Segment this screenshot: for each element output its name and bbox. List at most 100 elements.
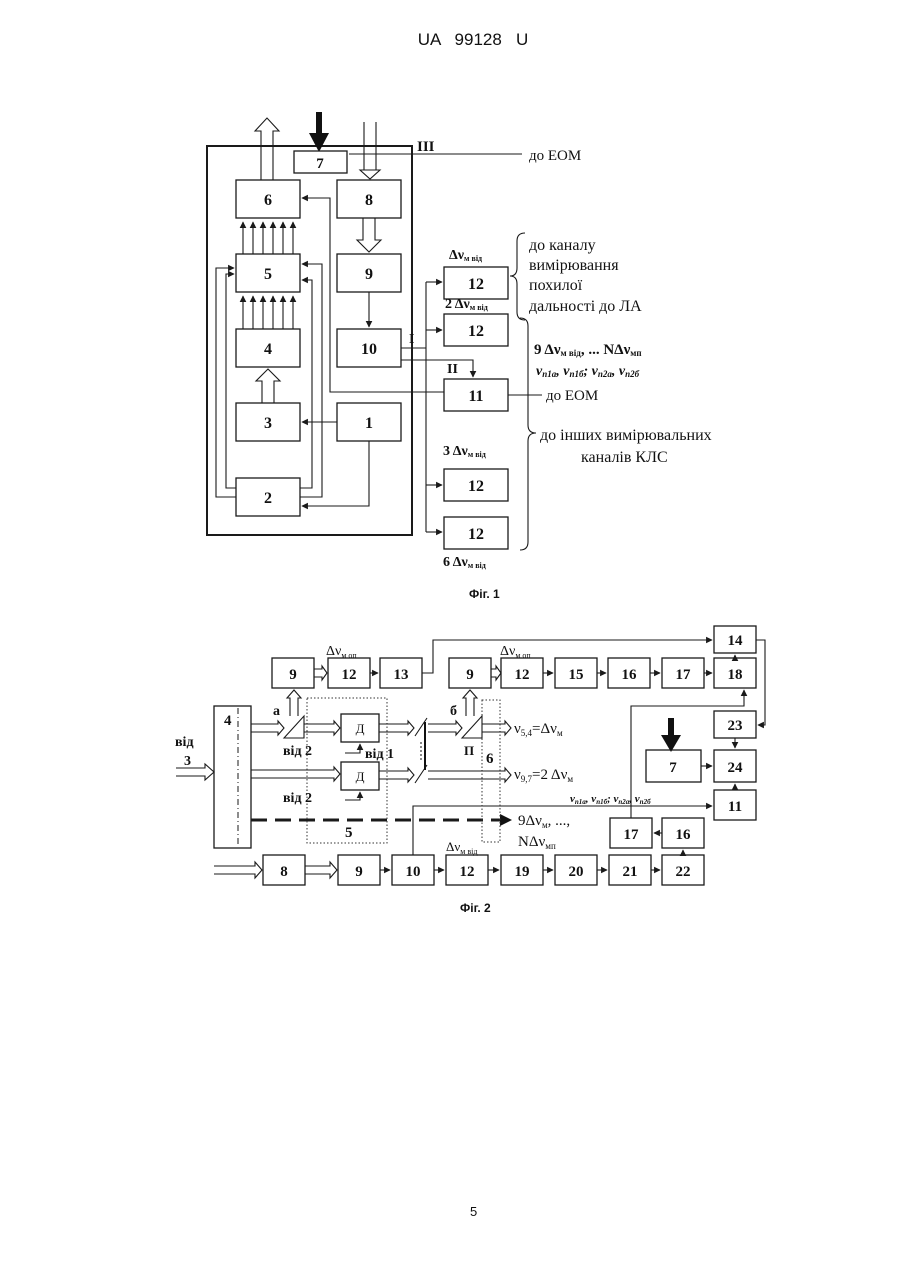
block-10-label: 10 [361, 341, 377, 358]
hollow-splitter-to-d1 [304, 721, 340, 735]
block-10-fig2-label: 10 [406, 864, 421, 880]
channel-line-2: вимірювання [529, 257, 619, 274]
label-six: 6 [486, 751, 494, 767]
block-d-2-label: Д [356, 769, 365, 784]
block-5-label: 5 [264, 266, 272, 283]
block-12-top-right-label: 12 [515, 667, 530, 683]
block-4-label: 4 [264, 341, 272, 358]
output-hollow-arrow [255, 118, 279, 180]
block-9-top-left-label: 9 [289, 667, 297, 683]
label-three: 3 [184, 754, 191, 769]
label-roman-ii: II [447, 362, 458, 377]
block-4-tall-label: 4 [224, 713, 232, 729]
block-15-label: 15 [569, 667, 584, 683]
label-to-computer-top: до ЕОМ [529, 148, 581, 164]
label-dnu-3: 3 Δνм від [443, 444, 486, 459]
block-17-top-label: 17 [676, 667, 692, 683]
block-1-label: 1 [365, 415, 373, 432]
bus-5-to-6 [243, 222, 293, 254]
patent-number: UA 99128 U [418, 30, 529, 49]
block-23-label: 23 [728, 718, 743, 734]
block-d-1-label: Д [356, 721, 365, 736]
label-nine-dnu: 9Δνм, ..., [518, 813, 570, 830]
block-21-label: 21 [623, 864, 638, 880]
block-11-label: 11 [468, 388, 483, 405]
hollow-d1-out [379, 721, 414, 735]
block-8-label: 8 [365, 192, 373, 209]
block-14-label: 14 [728, 633, 744, 649]
hollow-splitter-b-up [463, 690, 477, 716]
hollow-b-out [482, 721, 511, 735]
dashed-output-head [500, 814, 512, 826]
label-vid-2-a: від 2 [283, 744, 312, 759]
block-19-label: 19 [515, 864, 530, 880]
hollow-8-to-9 [305, 862, 337, 878]
fig1-caption: Фіг. 1 [469, 587, 500, 601]
label-b: б [450, 704, 457, 719]
label-n-dnu: NΔνмп [518, 834, 556, 851]
d1-input [345, 744, 360, 753]
loop-2-to-5-inner [226, 274, 236, 488]
other-line-1: до інших вимірювальних [540, 427, 712, 444]
block-7-fig2-label: 7 [669, 760, 677, 776]
brace-channel [510, 233, 525, 320]
channel-line-3: похилої [529, 277, 583, 294]
block-2-label: 2 [264, 490, 272, 507]
block-4-tall [214, 706, 251, 848]
label-nu97: ν9,7=2 Δνм [514, 767, 573, 784]
block-16-top-label: 16 [622, 667, 638, 683]
label-dnu-vid-fig2: Δνм від [446, 839, 477, 856]
block-9-bottom-label: 9 [355, 864, 363, 880]
hollow-lower-out [428, 768, 511, 782]
label-dnu-op-2: Δνм оп [500, 644, 531, 660]
hollow-arrow-8-to-9 [357, 218, 381, 252]
block-20-label: 20 [569, 864, 584, 880]
other-line-2: каналів КЛС [581, 449, 668, 466]
hollow-arrow-input-3 [176, 764, 214, 780]
hollow-splitter-a-up [287, 690, 301, 716]
label-a: а [273, 704, 280, 719]
label-roman-iii: III [417, 139, 435, 155]
block-12-a-label: 12 [468, 276, 484, 293]
block-12-b-label: 12 [468, 323, 484, 340]
block-12-bottom-label: 12 [460, 864, 475, 880]
hollow-9-to-12-tr [491, 666, 501, 680]
block-9-top-right-label: 9 [466, 667, 474, 683]
block-12-c-label: 12 [468, 478, 484, 495]
label-to-computer-mid: до ЕОМ [546, 388, 598, 404]
label-nu-list: νп1а, νп1б; νп2а, νп2б [570, 793, 651, 806]
multi-line-2: νп1а, νп1б; νп2а, νп2б [536, 364, 640, 379]
block-9-label: 9 [365, 266, 373, 283]
block-16-bottom-label: 16 [676, 827, 692, 843]
hollow-d2-out [379, 768, 414, 782]
line-14-to-23 [756, 640, 765, 725]
label-dnu-6: 6 Δνм від [443, 555, 486, 570]
loop-2-to-5-right2 [300, 264, 322, 497]
figure-2: 4 від 3 9 12 13 Δνм оп 9 12 15 16 17 18 [175, 626, 765, 915]
hollow-input-bottom [214, 862, 262, 878]
input-double-lines [360, 122, 380, 179]
label-vid-2-b: від 2 [283, 791, 312, 806]
label-five: 5 [345, 825, 353, 841]
hollow-switch-to-b [428, 721, 462, 735]
page-number: 5 [470, 1204, 477, 1219]
splitter-b [462, 716, 482, 738]
block-24-label: 24 [728, 760, 744, 776]
block-17-bottom-label: 17 [624, 827, 640, 843]
block-8-fig2-label: 8 [280, 864, 288, 880]
block-12-top-left-label: 12 [342, 667, 357, 683]
channel-line-1: до каналу [529, 237, 596, 254]
channel-line-4: дальності до ЛА [529, 298, 642, 315]
block-22-label: 22 [676, 864, 691, 880]
label-vid-left: від [175, 735, 194, 750]
label-vid-1: від 1 [365, 747, 394, 762]
block-6-label: 6 [264, 192, 272, 209]
splitter-a [284, 716, 304, 738]
block-7-label: 7 [316, 156, 324, 172]
bold-arrow-into-7 [661, 718, 681, 752]
label-dnu-op-1: Δνм оп [326, 644, 357, 660]
label-p: П [464, 743, 474, 758]
block-11-fig2-label: 11 [728, 799, 742, 815]
label-nu54: ν5,4=Δνм [514, 721, 563, 738]
